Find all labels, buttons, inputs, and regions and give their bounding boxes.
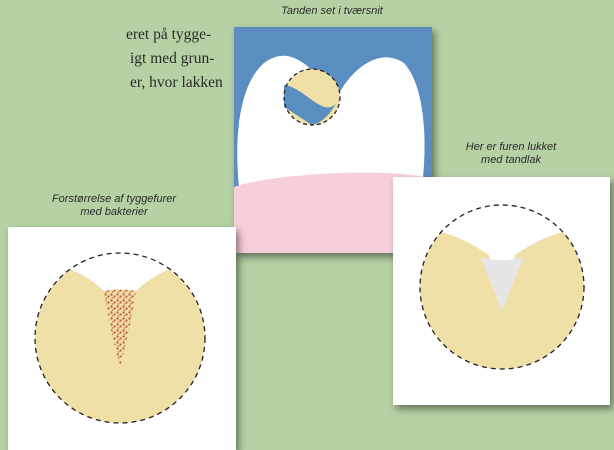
caption-magnified-line-1: Forstørrelse af tyggefurer xyxy=(24,193,204,206)
body-text-line-3: er, hvor lakken xyxy=(130,74,223,92)
sealed-fissure-panel xyxy=(393,177,610,405)
caption-sealed-fissure: Her er furen lukket med tandlak xyxy=(436,141,586,167)
bacteria-fissure-illustration xyxy=(8,227,236,450)
caption-sealed-line-1: Her er furen lukket xyxy=(436,141,586,154)
caption-magnified-line-2: med bakterier xyxy=(24,206,204,219)
bacteria-fissure-panel xyxy=(8,227,236,450)
caption-sealed-line-2: med tandlak xyxy=(436,154,586,167)
caption-magnified-fissure: Forstørrelse af tyggefurer med bakterier xyxy=(24,193,204,219)
caption-cross-section: Tanden set i tværsnit xyxy=(232,5,432,18)
sealed-fissure-illustration xyxy=(393,177,610,405)
body-text-line-2: igt med grun- xyxy=(130,50,214,68)
body-text-line-1: eret på tygge- xyxy=(126,26,211,44)
